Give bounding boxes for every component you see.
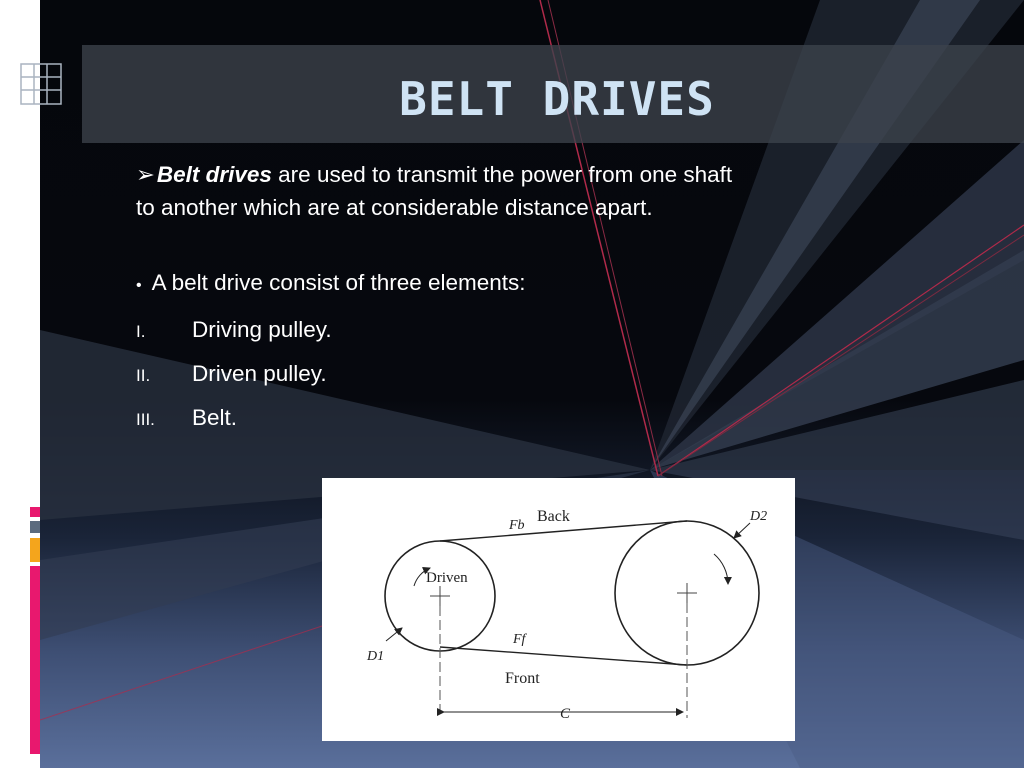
label-d1: D1	[366, 649, 384, 664]
ray-line	[657, 234, 1024, 477]
belt-back-side	[439, 520, 688, 542]
label-driven: Driven	[426, 570, 468, 586]
dot-bullet-icon: •	[136, 277, 142, 294]
numbered-item: II. Driven pulley.	[136, 361, 327, 387]
item-number: III.	[136, 410, 155, 429]
bullet-paragraph-1: ➢Belt drives are used to transmit the po…	[136, 158, 756, 224]
item-number: II.	[136, 366, 151, 385]
accent-bar-orange	[30, 538, 40, 562]
slide-title: BELT DRIVES	[399, 72, 715, 126]
arrow-bullet-icon: ➢	[136, 162, 155, 187]
label-d2: D2	[749, 509, 767, 524]
accent-bar-pink	[30, 566, 40, 754]
belt-drive-diagram: Back Front Driven Fb Ff D1 D2 C	[366, 508, 767, 722]
accent-square-gray	[30, 521, 40, 533]
d2-leader	[733, 522, 751, 539]
bullet-text: are used to transmit the power from one …	[136, 162, 733, 220]
item-text: Belt.	[192, 405, 238, 430]
accent-square-pink	[30, 507, 40, 517]
bullet-text: A belt drive consist of three elements:	[151, 270, 526, 295]
driven-rotation-arrow	[413, 567, 431, 587]
window-grid-frame	[20, 63, 62, 105]
label-fb: Fb	[508, 518, 525, 533]
driving-rotation-arrow	[713, 553, 732, 585]
slide: BELT DRIVES ➢Belt drives are used to tra…	[40, 0, 1024, 768]
numbered-item: III. Belt.	[136, 405, 237, 431]
window-grid-icon	[20, 63, 62, 105]
ray-shape	[650, 140, 1024, 470]
belt-front-side	[439, 646, 688, 666]
ray-line	[657, 224, 1024, 477]
item-text: Driving pulley.	[192, 317, 332, 342]
ray-shape	[650, 250, 1024, 470]
numbered-item: I. Driving pulley.	[136, 317, 332, 343]
item-text: Driven pulley.	[192, 361, 327, 386]
ray-line	[40, 619, 341, 721]
title-bar: BELT DRIVES	[82, 45, 1024, 143]
label-back: Back	[537, 508, 570, 525]
bullet-paragraph-2: • A belt drive consist of three elements:	[136, 270, 526, 296]
label-front: Front	[505, 670, 540, 687]
item-number: I.	[136, 322, 146, 341]
label-ff: Ff	[512, 632, 528, 647]
belt-drive-figure: Back Front Driven Fb Ff D1 D2 C	[322, 478, 795, 741]
d1-leader	[385, 627, 403, 642]
bullet-emphasis: Belt drives	[156, 162, 272, 187]
ray-shape	[650, 380, 1024, 470]
label-c: C	[560, 706, 571, 722]
ray-shape	[40, 330, 650, 520]
